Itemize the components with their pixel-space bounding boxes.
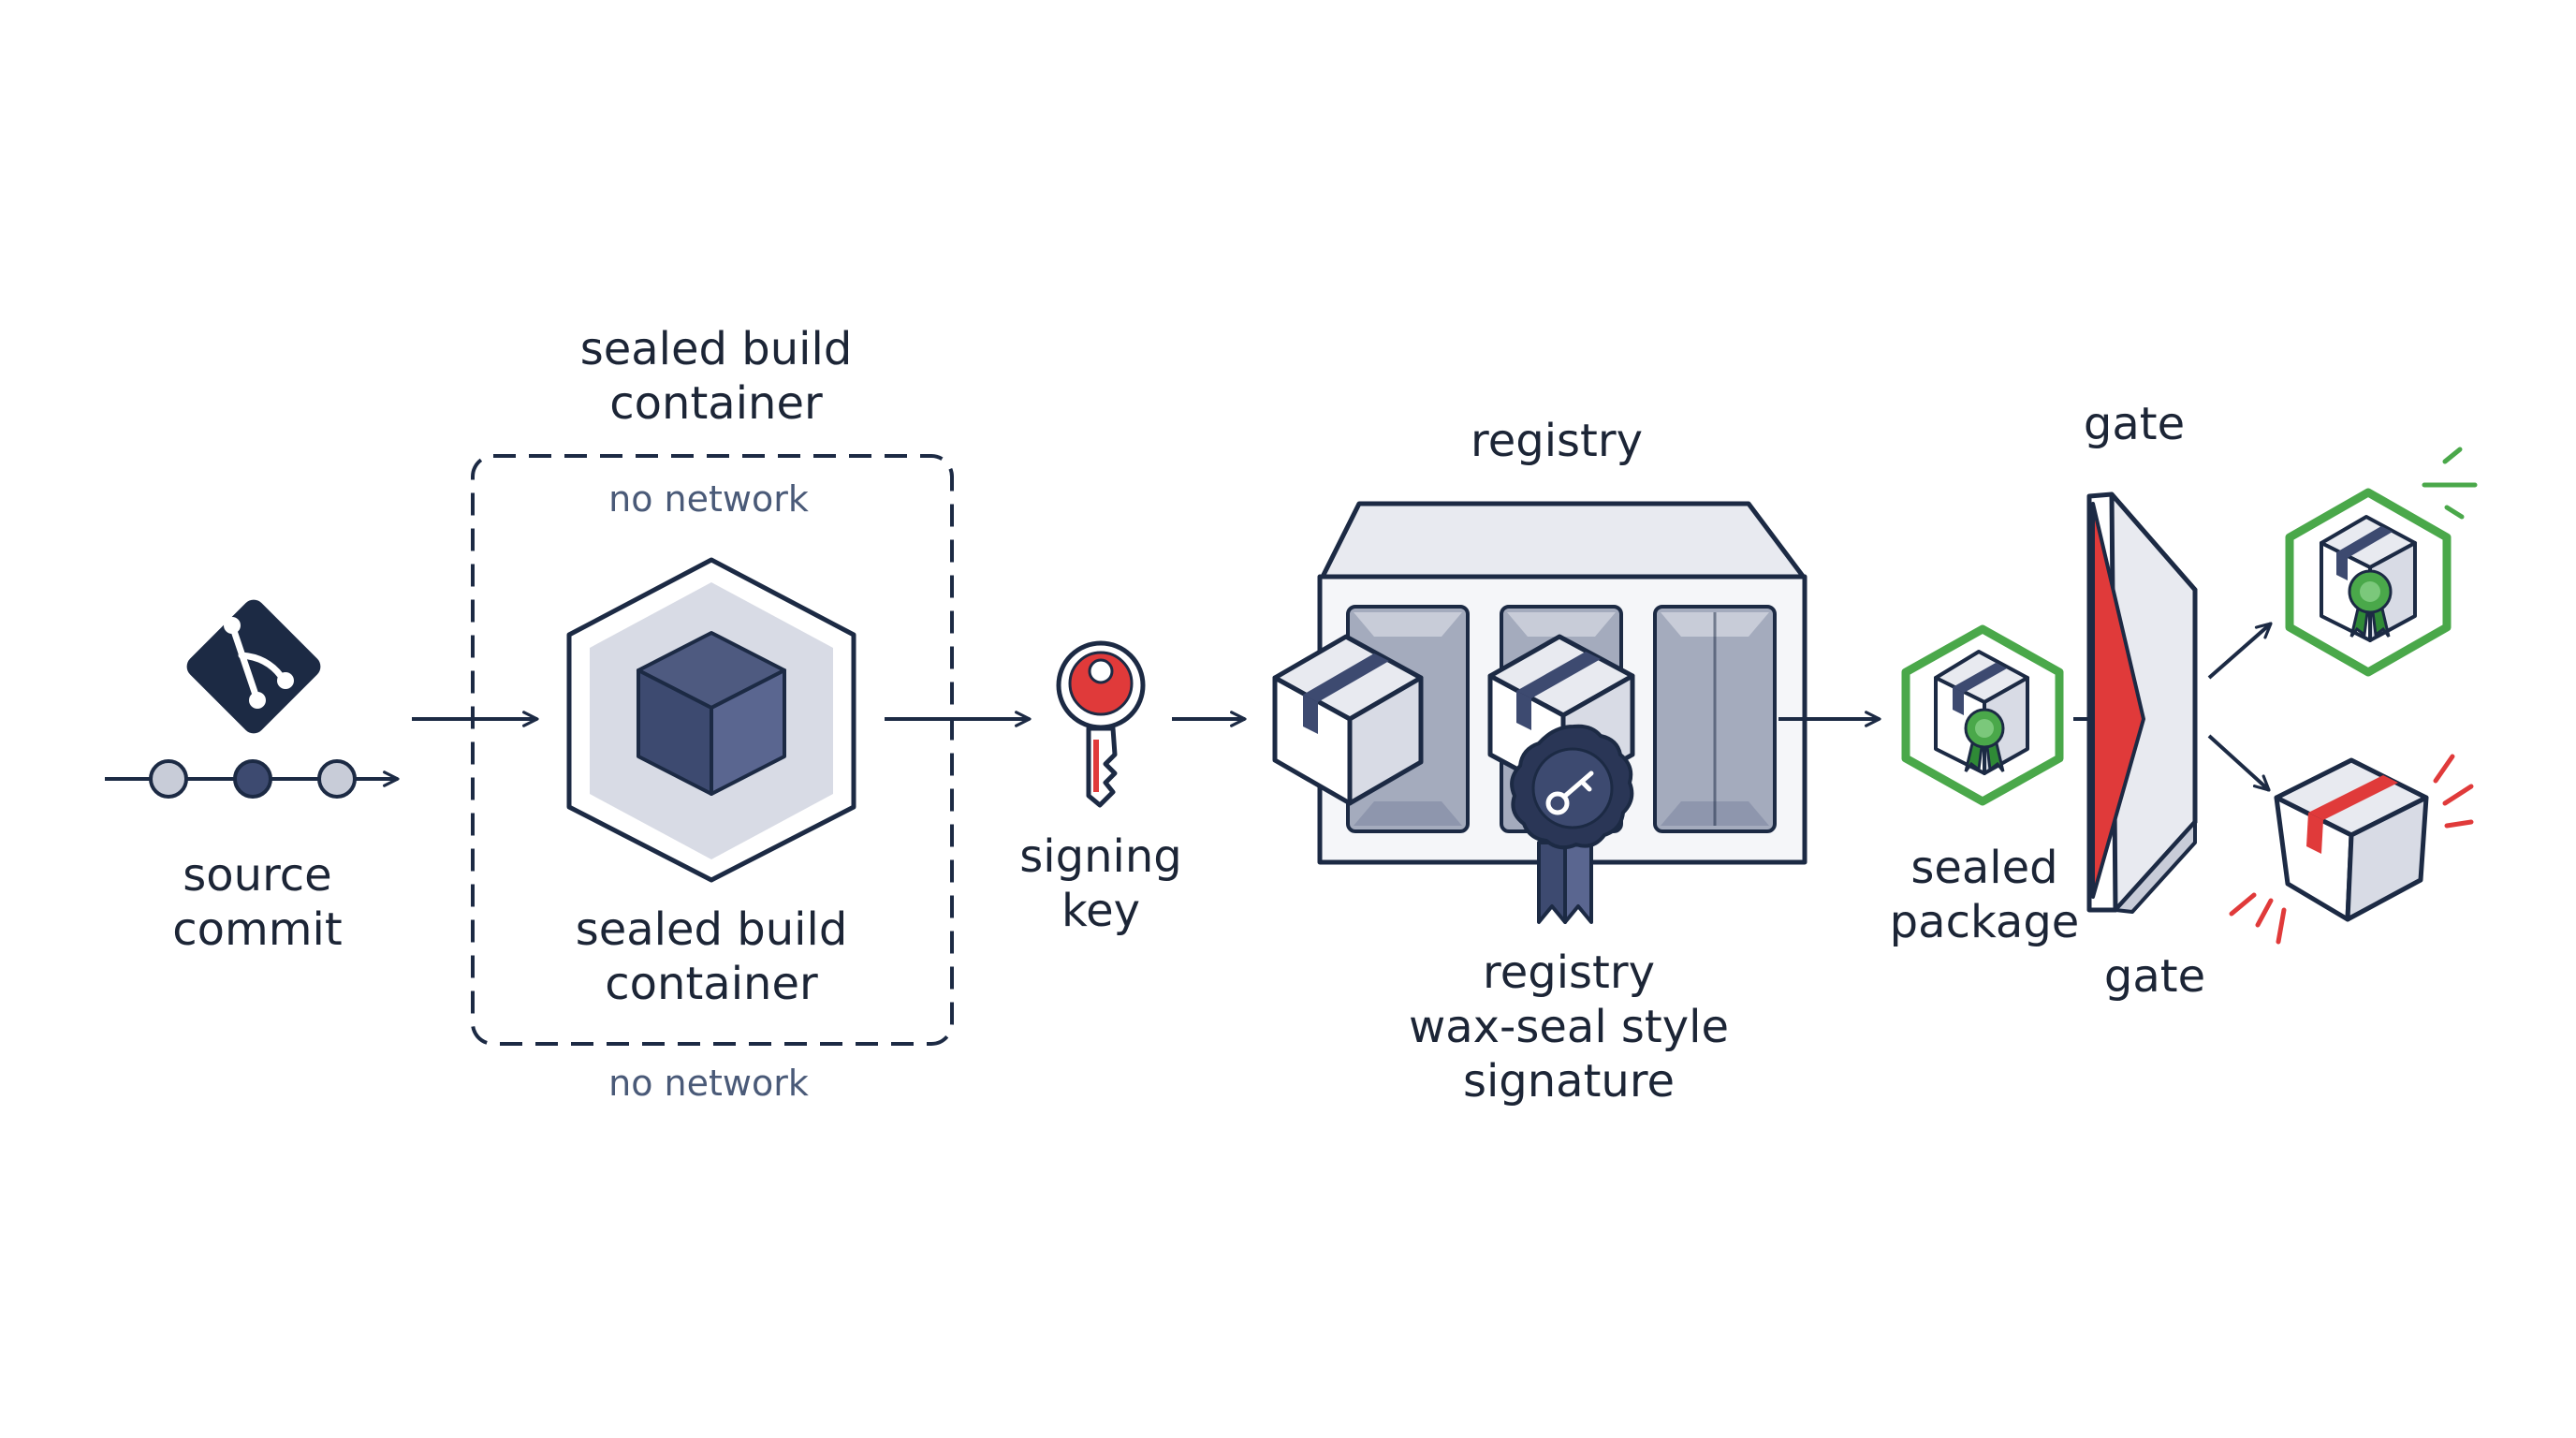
registry-signature-label: registry wax-seal style signature bbox=[1408, 946, 1730, 1108]
key-icon bbox=[1056, 640, 1146, 808]
arrow-gate-to-approved bbox=[2207, 622, 2273, 680]
no-network-top: no network bbox=[608, 478, 809, 520]
sealed-package-icon bbox=[1901, 624, 2064, 806]
gate-icon bbox=[2086, 492, 2198, 914]
sealed-package-label: sealed package bbox=[1889, 842, 2080, 948]
no-network-bottom: no network bbox=[608, 1063, 809, 1104]
git-icon bbox=[186, 599, 321, 734]
rejected-marks bbox=[2229, 754, 2474, 945]
cube-icon bbox=[566, 557, 856, 883]
build-container-label: sealed build container bbox=[575, 903, 848, 1010]
build-container-boundary bbox=[471, 454, 954, 1046]
signing-key-label: signing key bbox=[1019, 830, 1182, 937]
registry-title: registry bbox=[1471, 415, 1643, 467]
gate-label-top: gate bbox=[2083, 398, 2186, 450]
approved-package-icon bbox=[2285, 488, 2452, 677]
wax-seal-icon bbox=[1510, 724, 1634, 924]
gate-label-bottom: gate bbox=[2103, 950, 2206, 1003]
approved-marks bbox=[2422, 447, 2478, 520]
package-box-1 bbox=[1272, 634, 1424, 806]
arrow-gate-to-rejected bbox=[2207, 734, 2271, 792]
source-commit-label: source commit bbox=[172, 849, 343, 956]
build-container-title: sealed build container bbox=[579, 323, 853, 430]
rejected-package-icon bbox=[2274, 757, 2429, 922]
commit-dots-icon bbox=[105, 759, 400, 799]
